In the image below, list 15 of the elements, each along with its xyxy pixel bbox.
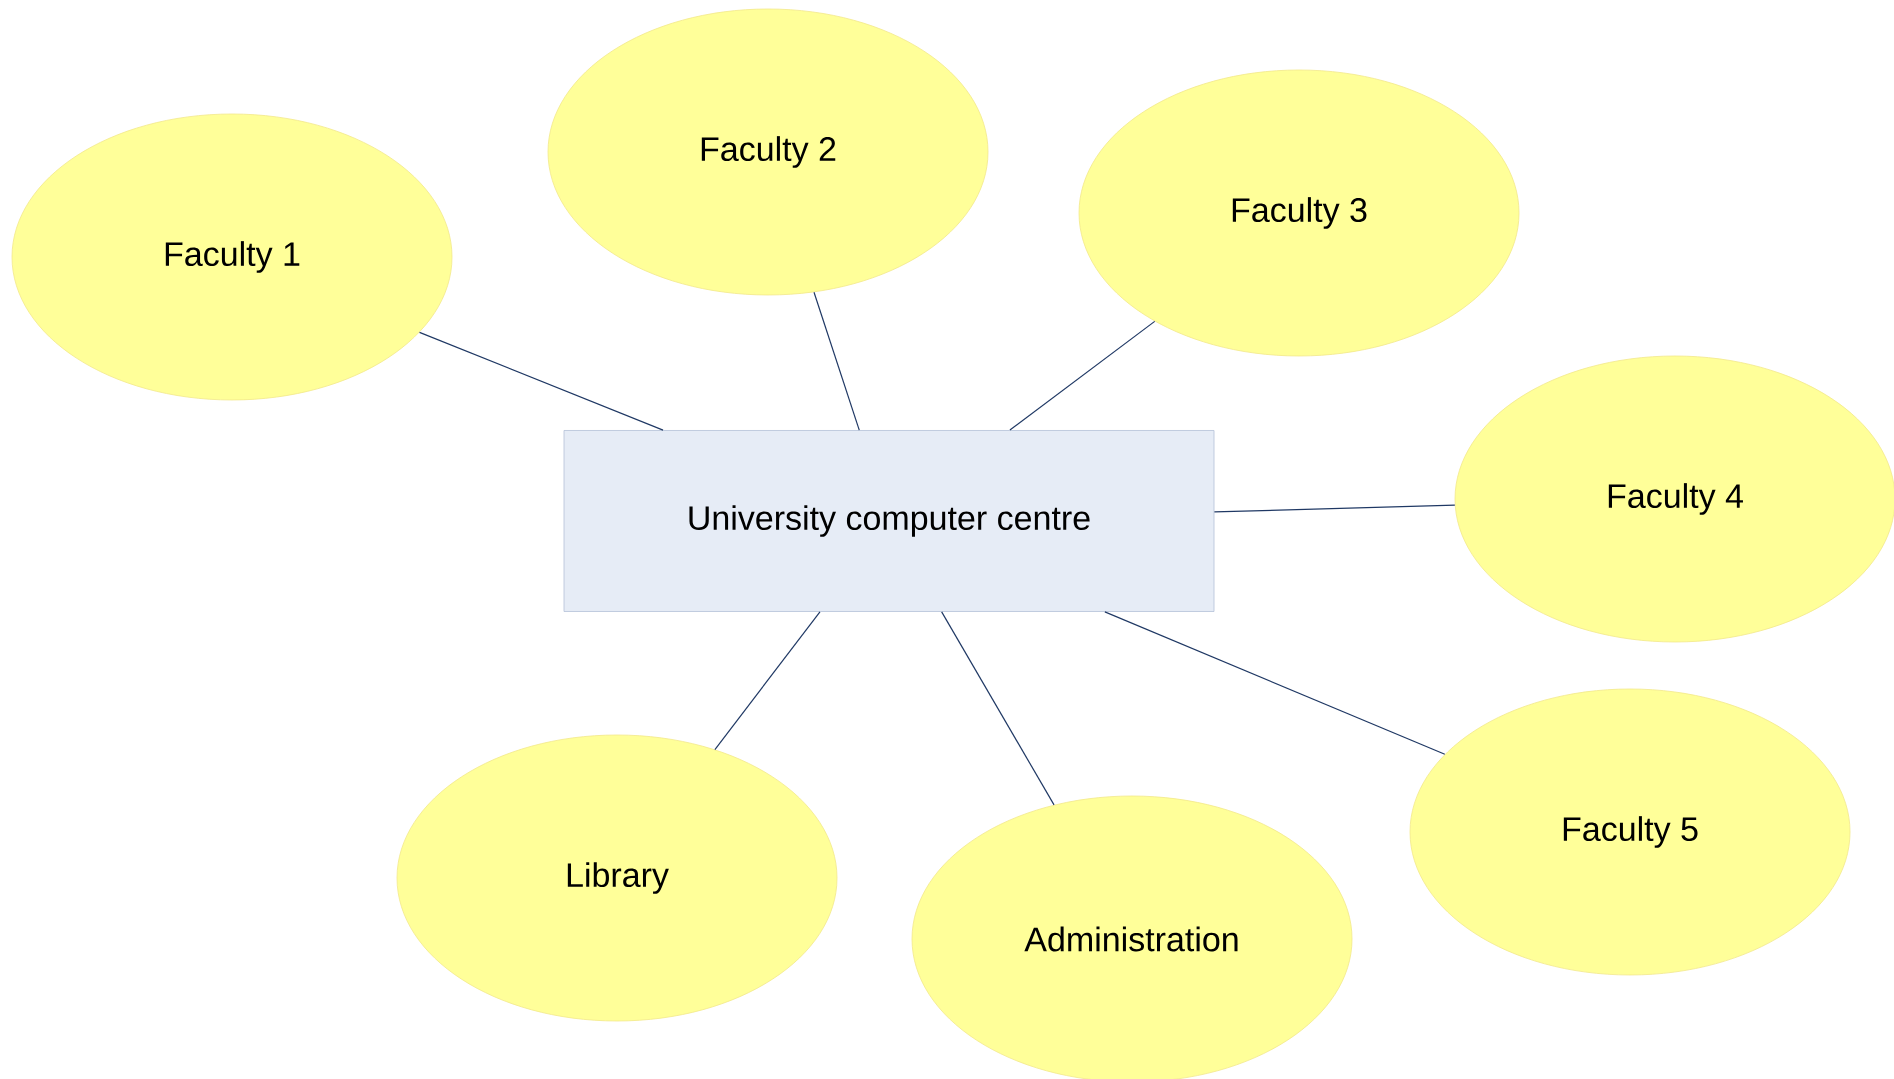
- connector-line: [418, 331, 664, 431]
- connector-line: [1104, 611, 1446, 755]
- connector-line: [1009, 320, 1156, 431]
- connector-line: [813, 291, 860, 431]
- ellipse-node: Faculty 2: [547, 8, 989, 296]
- ellipse-node: Faculty 3: [1078, 69, 1520, 357]
- ellipse-node: Faculty 1: [11, 113, 453, 401]
- connector-line: [941, 611, 1055, 806]
- centre-box: University computer centre: [563, 430, 1215, 612]
- ellipse-node: Faculty 4: [1454, 355, 1894, 643]
- ellipse-node: Library: [396, 734, 838, 1022]
- connector-line: [714, 611, 821, 751]
- connector-line: [1213, 504, 1456, 513]
- ellipse-node: Administration: [911, 795, 1353, 1079]
- ellipse-node: Faculty 5: [1409, 688, 1851, 976]
